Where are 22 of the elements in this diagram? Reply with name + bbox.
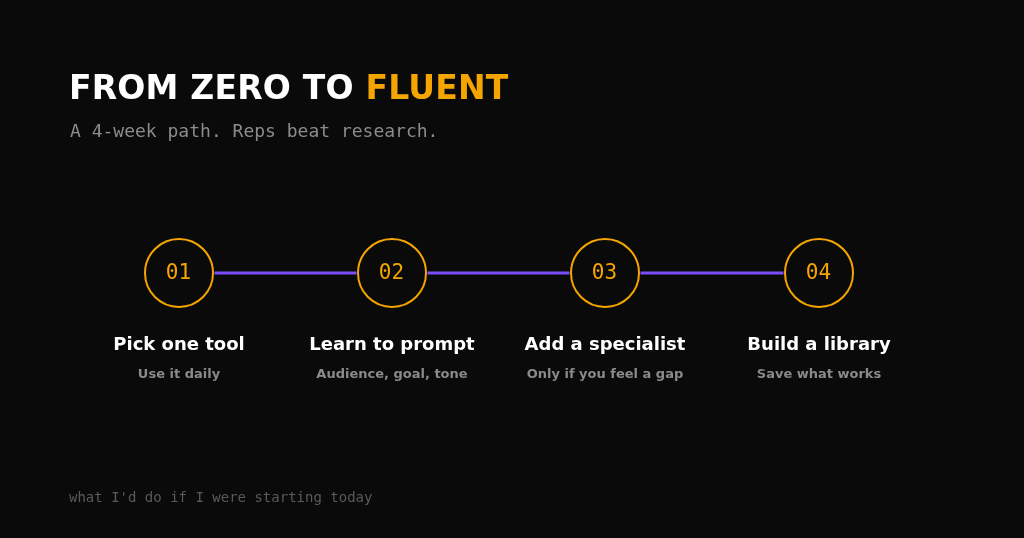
connector-line xyxy=(640,271,784,275)
step-number: 04 xyxy=(805,262,832,283)
connector-line xyxy=(214,271,357,275)
step-title: Pick one tool xyxy=(112,333,246,354)
step-number: 01 xyxy=(165,262,192,283)
connector-line xyxy=(427,271,570,275)
step-title: Learn to prompt xyxy=(308,333,476,354)
step-circle xyxy=(783,237,854,308)
title: FROM ZERO TO FLUENT xyxy=(69,68,509,107)
step-description: Use it daily xyxy=(136,366,222,381)
step-number: 02 xyxy=(378,262,405,283)
step-title: Add a specialist xyxy=(523,333,687,354)
step-description: Audience, goal, tone xyxy=(315,366,469,381)
subtitle: A 4-week path. Reps beat research. xyxy=(70,120,439,141)
step-description: Save what works xyxy=(755,366,883,381)
step-circle xyxy=(356,237,427,308)
step-circle xyxy=(569,237,640,308)
footer-note: what I'd do if I were starting today xyxy=(69,489,373,505)
step-title: Build a library xyxy=(746,333,892,354)
step-number: 03 xyxy=(591,262,618,283)
step-description: Only if you feel a gap xyxy=(525,366,685,381)
step-circle xyxy=(143,237,214,308)
